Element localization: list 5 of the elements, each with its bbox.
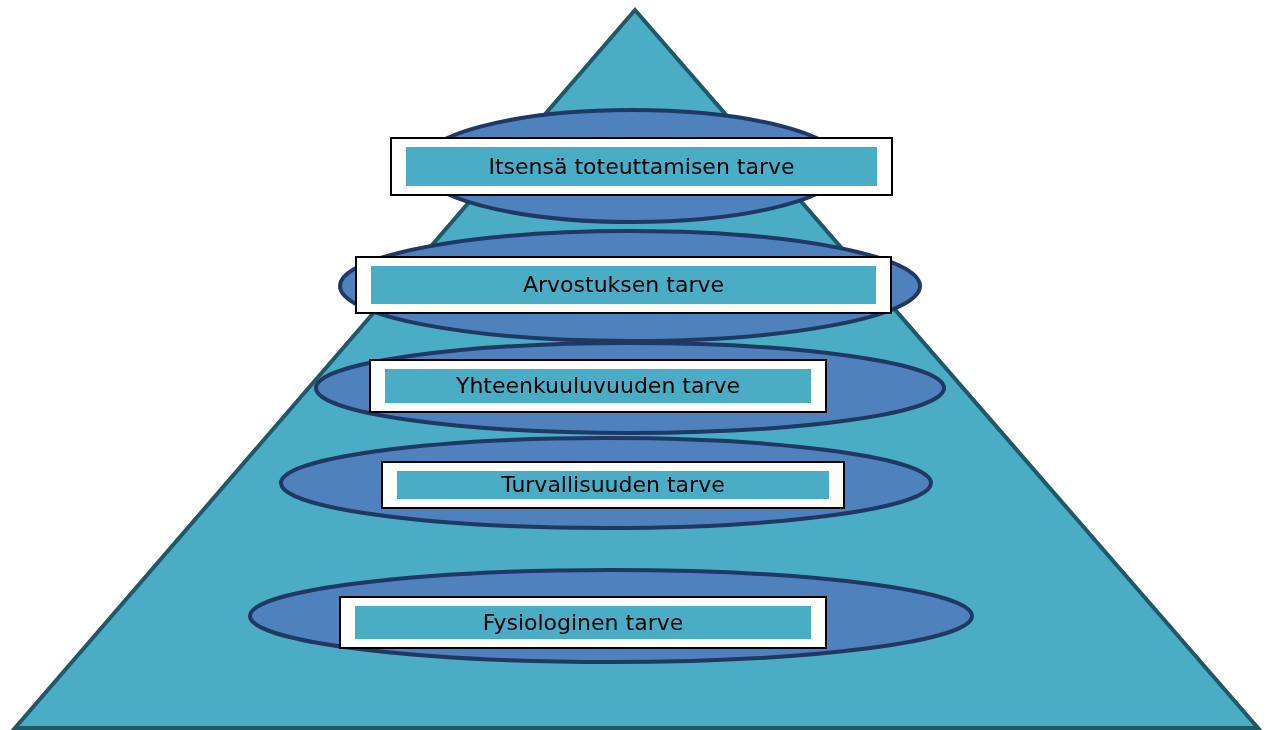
level-label: Yhteenkuuluvuuden tarve xyxy=(385,369,811,403)
level-label: Turvallisuuden tarve xyxy=(397,471,829,499)
level-label: Fysiologinen tarve xyxy=(355,606,811,639)
level-label: Itsensä toteuttamisen tarve xyxy=(406,147,877,186)
level-label: Arvostuksen tarve xyxy=(371,266,876,304)
